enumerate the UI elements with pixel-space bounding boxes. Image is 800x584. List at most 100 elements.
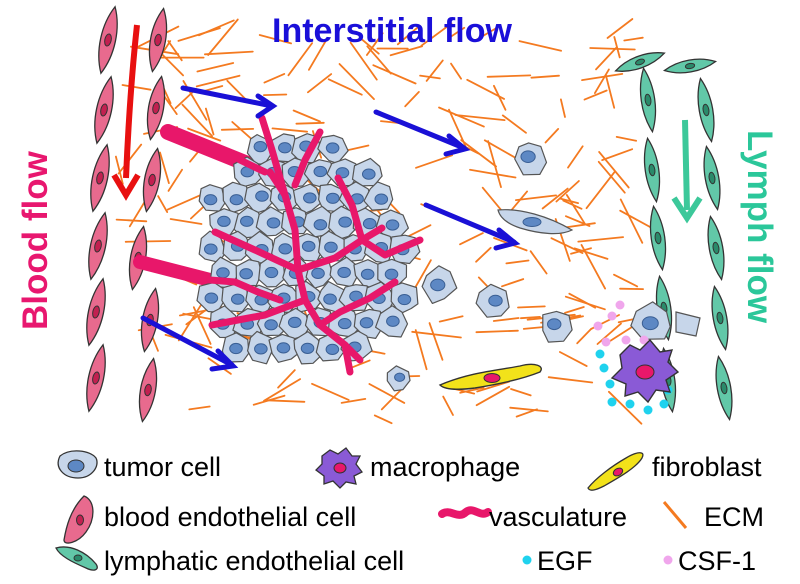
legend-tumor-cell: tumor cell bbox=[104, 452, 221, 482]
migrating-tumor-cell bbox=[475, 283, 510, 318]
blood-endothelial-cell bbox=[98, 5, 118, 75]
ecm-fiber bbox=[475, 329, 519, 334]
ecm-fiber bbox=[565, 194, 586, 225]
ecm-fiber bbox=[475, 385, 511, 407]
ecm-fiber bbox=[595, 47, 617, 71]
ecm-fiber bbox=[615, 135, 637, 142]
tumor-cell-icon bbox=[57, 450, 98, 479]
ecm-fiber bbox=[450, 62, 463, 80]
ecm-fiber bbox=[306, 73, 333, 94]
ecm-fiber bbox=[117, 143, 143, 175]
csf1-dot bbox=[621, 335, 631, 345]
tumor-cell bbox=[278, 307, 311, 340]
migrating-tumor-cell bbox=[421, 265, 458, 304]
legend-macrophage: macrophage bbox=[370, 452, 520, 482]
ecm-fiber bbox=[559, 197, 579, 205]
ecm-fiber bbox=[419, 74, 441, 80]
ecm-fiber bbox=[124, 240, 172, 243]
migrating-tumor-cell bbox=[497, 209, 701, 337]
ecm-fiber bbox=[583, 89, 608, 101]
ecm-fiber bbox=[159, 151, 170, 185]
ecm-fiber bbox=[517, 305, 546, 309]
fibroblast-icon bbox=[587, 452, 644, 491]
ecm-fiber bbox=[492, 84, 507, 111]
ecm-fiber bbox=[204, 107, 215, 136]
tumor-cell bbox=[293, 331, 326, 365]
csf1-dot bbox=[615, 300, 625, 310]
ecm-fiber bbox=[414, 329, 428, 371]
ecm-fiber bbox=[413, 259, 432, 291]
blood-endothelial-cell-icon bbox=[63, 495, 94, 544]
ecm-fiber bbox=[311, 382, 350, 401]
tumor-cell bbox=[351, 157, 383, 187]
legend: tumor cell macrophage fibroblast blood e… bbox=[55, 447, 764, 576]
migrating-tumor-cells bbox=[386, 142, 701, 392]
tumor-cell bbox=[247, 330, 274, 365]
ecm-fiber bbox=[372, 64, 417, 85]
tumor-cell bbox=[390, 282, 419, 315]
ecm-fiber bbox=[428, 322, 444, 361]
ecm-fiber bbox=[601, 148, 634, 162]
lymphatic-endothelial-cell bbox=[643, 136, 661, 204]
vasculature-icon bbox=[438, 506, 492, 519]
ecm-fiber bbox=[115, 218, 148, 223]
ecm-fiber bbox=[459, 232, 484, 246]
ecm-fiber bbox=[266, 399, 306, 403]
tumor-cell bbox=[244, 182, 276, 214]
ecm-fiber bbox=[529, 250, 548, 275]
ecm-fiber bbox=[277, 369, 296, 389]
csf1-dot-icon bbox=[663, 555, 673, 565]
ecm-fiber bbox=[348, 359, 371, 370]
ecm-fiber bbox=[271, 127, 309, 133]
ecm-fiber bbox=[492, 317, 520, 322]
tumor-cell bbox=[363, 181, 394, 211]
lymphatic-endothelial-cell bbox=[715, 354, 733, 422]
egf-dot bbox=[595, 349, 605, 359]
tumor-cell bbox=[375, 305, 409, 338]
tumor-cell bbox=[353, 308, 385, 339]
ecm-fiber bbox=[258, 34, 293, 45]
ecm-fiber bbox=[188, 405, 211, 411]
ecm-fiber bbox=[438, 315, 464, 323]
legend-lymphatic-endothelial-cell: lymphatic endothelial cell bbox=[104, 546, 404, 576]
ecm-fiber bbox=[195, 74, 241, 88]
ecm-fiber bbox=[530, 74, 560, 79]
lymphatic-endothelial-cell bbox=[703, 144, 721, 212]
ecm-fiber bbox=[585, 171, 616, 210]
tumor-cell bbox=[255, 206, 288, 237]
lymphatic-endothelial-cell bbox=[662, 58, 718, 74]
ecm-fiber bbox=[207, 18, 239, 56]
ecm-fiber bbox=[486, 74, 532, 78]
ecm-fiber bbox=[121, 84, 152, 91]
lymphatic-endothelial-cell bbox=[649, 204, 667, 272]
ecm-fiber bbox=[187, 127, 222, 142]
lymphatic-endothelial-cell-icon bbox=[55, 546, 98, 571]
ecm-fiber bbox=[396, 24, 421, 46]
ecm-fiber bbox=[573, 247, 609, 260]
lymphatic-endothelial-cell bbox=[711, 284, 729, 352]
migrating-tumor-cell bbox=[630, 301, 671, 340]
ecm-fiber bbox=[515, 194, 557, 202]
tumor-mass bbox=[196, 133, 421, 365]
blood-endothelial-cell bbox=[142, 147, 162, 213]
tumor-cell bbox=[303, 159, 336, 189]
egf-dot bbox=[643, 405, 653, 415]
ecm-fiber bbox=[606, 18, 634, 39]
egf-dot bbox=[625, 399, 635, 409]
ecm-fiber bbox=[555, 180, 580, 203]
ecm-fiber bbox=[366, 45, 392, 75]
ecm-fiber bbox=[559, 351, 588, 368]
blood-flow-arrow bbox=[111, 24, 141, 201]
legend-fibroblast: fibroblast bbox=[652, 452, 762, 482]
ecm-fiber bbox=[307, 39, 328, 71]
ecm-fiber bbox=[577, 236, 624, 243]
ecm-fiber bbox=[596, 322, 622, 345]
blood-endothelial-cell bbox=[146, 75, 166, 141]
legend-csf1: CSF-1 bbox=[678, 546, 756, 576]
tumor-cell bbox=[233, 206, 265, 239]
ecm-fiber bbox=[368, 383, 406, 404]
blood-endothelial-cell bbox=[88, 211, 108, 281]
ecm-fiber bbox=[169, 218, 203, 225]
ecm-fiber bbox=[177, 27, 221, 42]
